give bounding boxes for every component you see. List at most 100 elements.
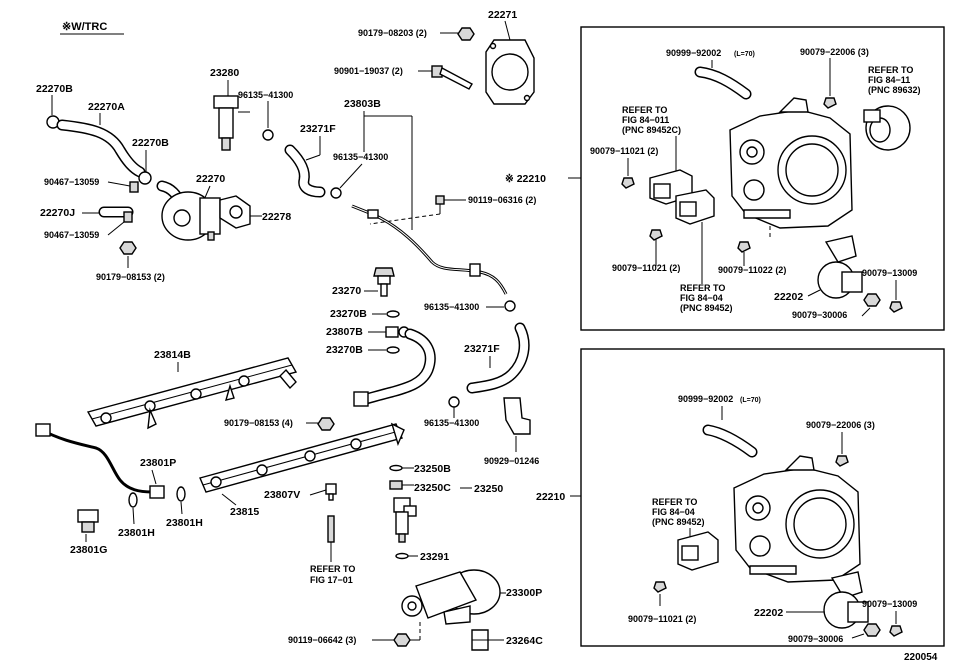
top-90079-30006-label: 90079−30006 <box>792 310 847 320</box>
label-23291: 23291 <box>420 551 449 563</box>
damper-23270 <box>373 267 395 297</box>
gasket-23801h-1 <box>128 492 138 508</box>
clip-90467-13059-1 <box>129 181 139 193</box>
bottom-hose-90999 <box>702 424 758 458</box>
bolt-23801g <box>77 509 99 533</box>
top-90079-22006-label: 90079−22006 (3) <box>800 47 869 57</box>
delivery-pipe-23815 <box>199 422 405 493</box>
bottom-box <box>580 348 945 647</box>
bottom-iac-valve <box>677 531 719 571</box>
o-ring-23291 <box>395 552 409 560</box>
clip-90467-13059-2 <box>123 211 133 223</box>
top-screw-90079-11021-a <box>621 177 635 189</box>
top-screw-90079-13009 <box>889 301 903 313</box>
label-22278: 22278 <box>262 211 291 223</box>
bolt-90119-06316 <box>435 195 445 214</box>
label-23803b: 23803B <box>344 98 381 110</box>
hose-22270a <box>56 119 146 178</box>
clip-96135-41300-1 <box>262 129 274 141</box>
bolt-90901-19037 <box>431 65 473 90</box>
label-22270j: 22270J <box>40 207 75 219</box>
label-90901-19037: 90901−19037 (2) <box>334 66 403 76</box>
label-23250c: 23250C <box>414 482 451 494</box>
refer-17-01-line2: FIG 17−01 <box>310 575 353 585</box>
bottom-90079-13009-label: 90079−13009 <box>862 599 917 609</box>
top-ref84-04-2: FIG 84−04 <box>680 293 723 303</box>
top-hose-90999 <box>694 66 752 100</box>
top-actuator-22202 <box>817 235 863 299</box>
gasket-23801h-2 <box>176 486 186 502</box>
label-23270b-2: 23270B <box>326 344 363 356</box>
label-22210-bottom: 22210 <box>536 491 565 503</box>
top-90999-label: 90999−92002 <box>666 48 721 58</box>
label-23815: 23815 <box>230 506 259 518</box>
insulator-23250c <box>389 480 403 490</box>
label-23271f-2: 23271F <box>464 343 500 355</box>
top-tps-sensor <box>863 105 911 151</box>
top-nut-90079-30006 <box>863 293 881 307</box>
gasket-23270b-2 <box>386 346 400 354</box>
top-90079-11021-a-label: 90079−11021 (2) <box>590 146 658 156</box>
trc-note: ※W/TRC <box>62 21 107 33</box>
o-ring-23250b <box>389 464 403 472</box>
gasket-22278 <box>219 195 251 229</box>
pipe-23801p <box>35 423 165 499</box>
pipe-23803b <box>351 204 508 295</box>
bottom-90079-22006-label: 90079−22006 (3) <box>806 420 875 430</box>
top-90079-13009-label: 90079−13009 <box>862 268 917 278</box>
label-23801p: 23801P <box>140 457 176 469</box>
delivery-pipe-23814b <box>86 357 298 430</box>
top-ref84-011-2: FIG 84−011 <box>622 115 669 125</box>
top-ref84-11-2: FIG 84−11 <box>868 75 910 85</box>
nut-90179-08153-2 <box>119 241 137 255</box>
regulator-23300p <box>401 569 501 625</box>
bottom-throttle-body <box>733 455 861 583</box>
nut-90179-08203 <box>457 27 475 41</box>
label-22270: 22270 <box>196 173 225 185</box>
top-ref84-04-3: (PNC 89452) <box>680 303 733 313</box>
label-90179-08153-2: 90179−08153 (2) <box>96 272 165 282</box>
bottom-actuator-22202 <box>823 571 869 629</box>
hose-23271f-1 <box>284 144 326 198</box>
top-ref84-04-1: REFER TO <box>680 283 725 293</box>
bolt-90119-06642 <box>393 633 420 647</box>
bottom-screw-90079-11021 <box>653 581 667 593</box>
bottom-ref84-04-1: REFER TO <box>652 497 697 507</box>
label-23801h-1: 23801H <box>118 527 155 539</box>
label-96135-41300-4: 96135−41300 <box>424 418 479 428</box>
top-90079-11021-b-label: 90079−11021 (2) <box>612 263 680 273</box>
bottom-ref84-04-3: (PNC 89452) <box>652 517 705 527</box>
top-ref84-011-1: REFER TO <box>622 105 667 115</box>
bottom-90999-label: 90999−92002 <box>678 394 733 404</box>
valve-22270 <box>156 180 221 241</box>
label-90467-13059-1: 90467−13059 <box>44 177 99 187</box>
bottom-screw-90079-13009 <box>889 625 903 637</box>
clip-96135-41300-2 <box>330 187 342 199</box>
label-23280: 23280 <box>210 67 239 79</box>
union-23807v <box>325 483 337 501</box>
clamp-22270b-2 <box>138 171 152 185</box>
label-22270b-1: 22270B <box>36 83 73 95</box>
vsv-23280 <box>213 95 250 151</box>
bracket-90929-01246 <box>503 397 531 435</box>
stud-refer-17-01 <box>327 515 335 543</box>
clip-96135-41300-3 <box>504 300 516 312</box>
top-22202-label: 22202 <box>774 291 803 303</box>
diagram-code: 220054 <box>904 652 938 663</box>
label-90179-08203: 90179−08203 (2) <box>358 28 427 38</box>
top-ref84-11-1: REFER TO <box>868 65 913 75</box>
top-screw-90079-11022 <box>737 241 751 253</box>
label-23801g: 23801G <box>70 544 107 556</box>
label-23250: 23250 <box>474 483 503 495</box>
top-ref84-11-3: (PNC 89632) <box>868 85 921 95</box>
label-96135-41300-2: 96135−41300 <box>333 152 388 162</box>
label-22271: 22271 <box>488 9 517 21</box>
hose-return <box>353 328 436 407</box>
bottom-nut-90079-30006 <box>863 623 881 637</box>
bottom-90079-30006-label: 90079−30006 <box>788 634 843 644</box>
label-23271f-1: 23271F <box>300 123 336 135</box>
top-iac-valves <box>649 169 715 225</box>
top-90999-length: (L=70) <box>734 51 755 58</box>
label-23270: 23270 <box>332 285 361 297</box>
